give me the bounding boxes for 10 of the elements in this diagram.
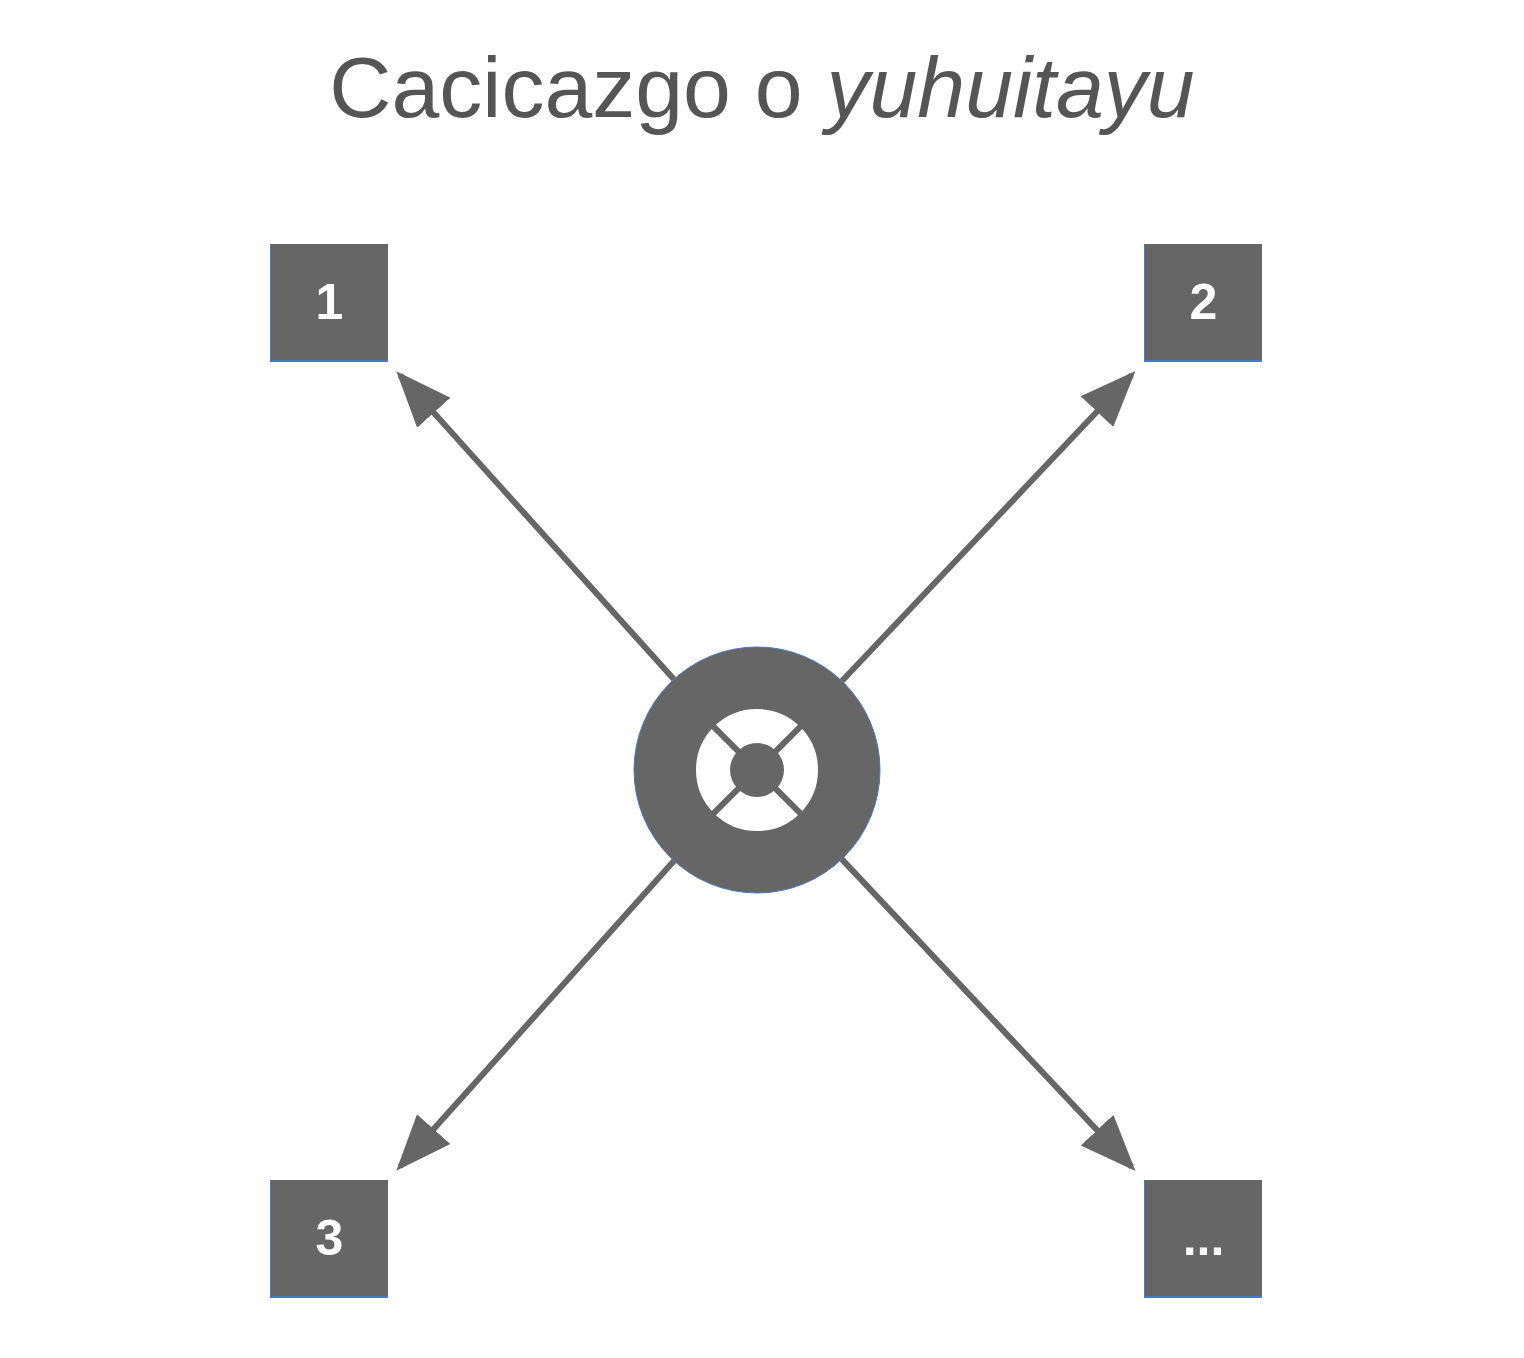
arrow: [396, 858, 677, 1171]
diagram-title: Cacicazgo o yuhuitayu: [329, 40, 1195, 135]
arrow: [839, 371, 1136, 684]
numbered-box: 2: [1144, 244, 1262, 362]
arrow: [839, 857, 1136, 1171]
arrow: [396, 371, 677, 682]
numbered-box: 1: [270, 244, 388, 362]
numbered-box: ...: [1144, 1180, 1262, 1298]
numbered-box: 3: [270, 1180, 388, 1298]
target-ring-icon: [633, 646, 881, 894]
